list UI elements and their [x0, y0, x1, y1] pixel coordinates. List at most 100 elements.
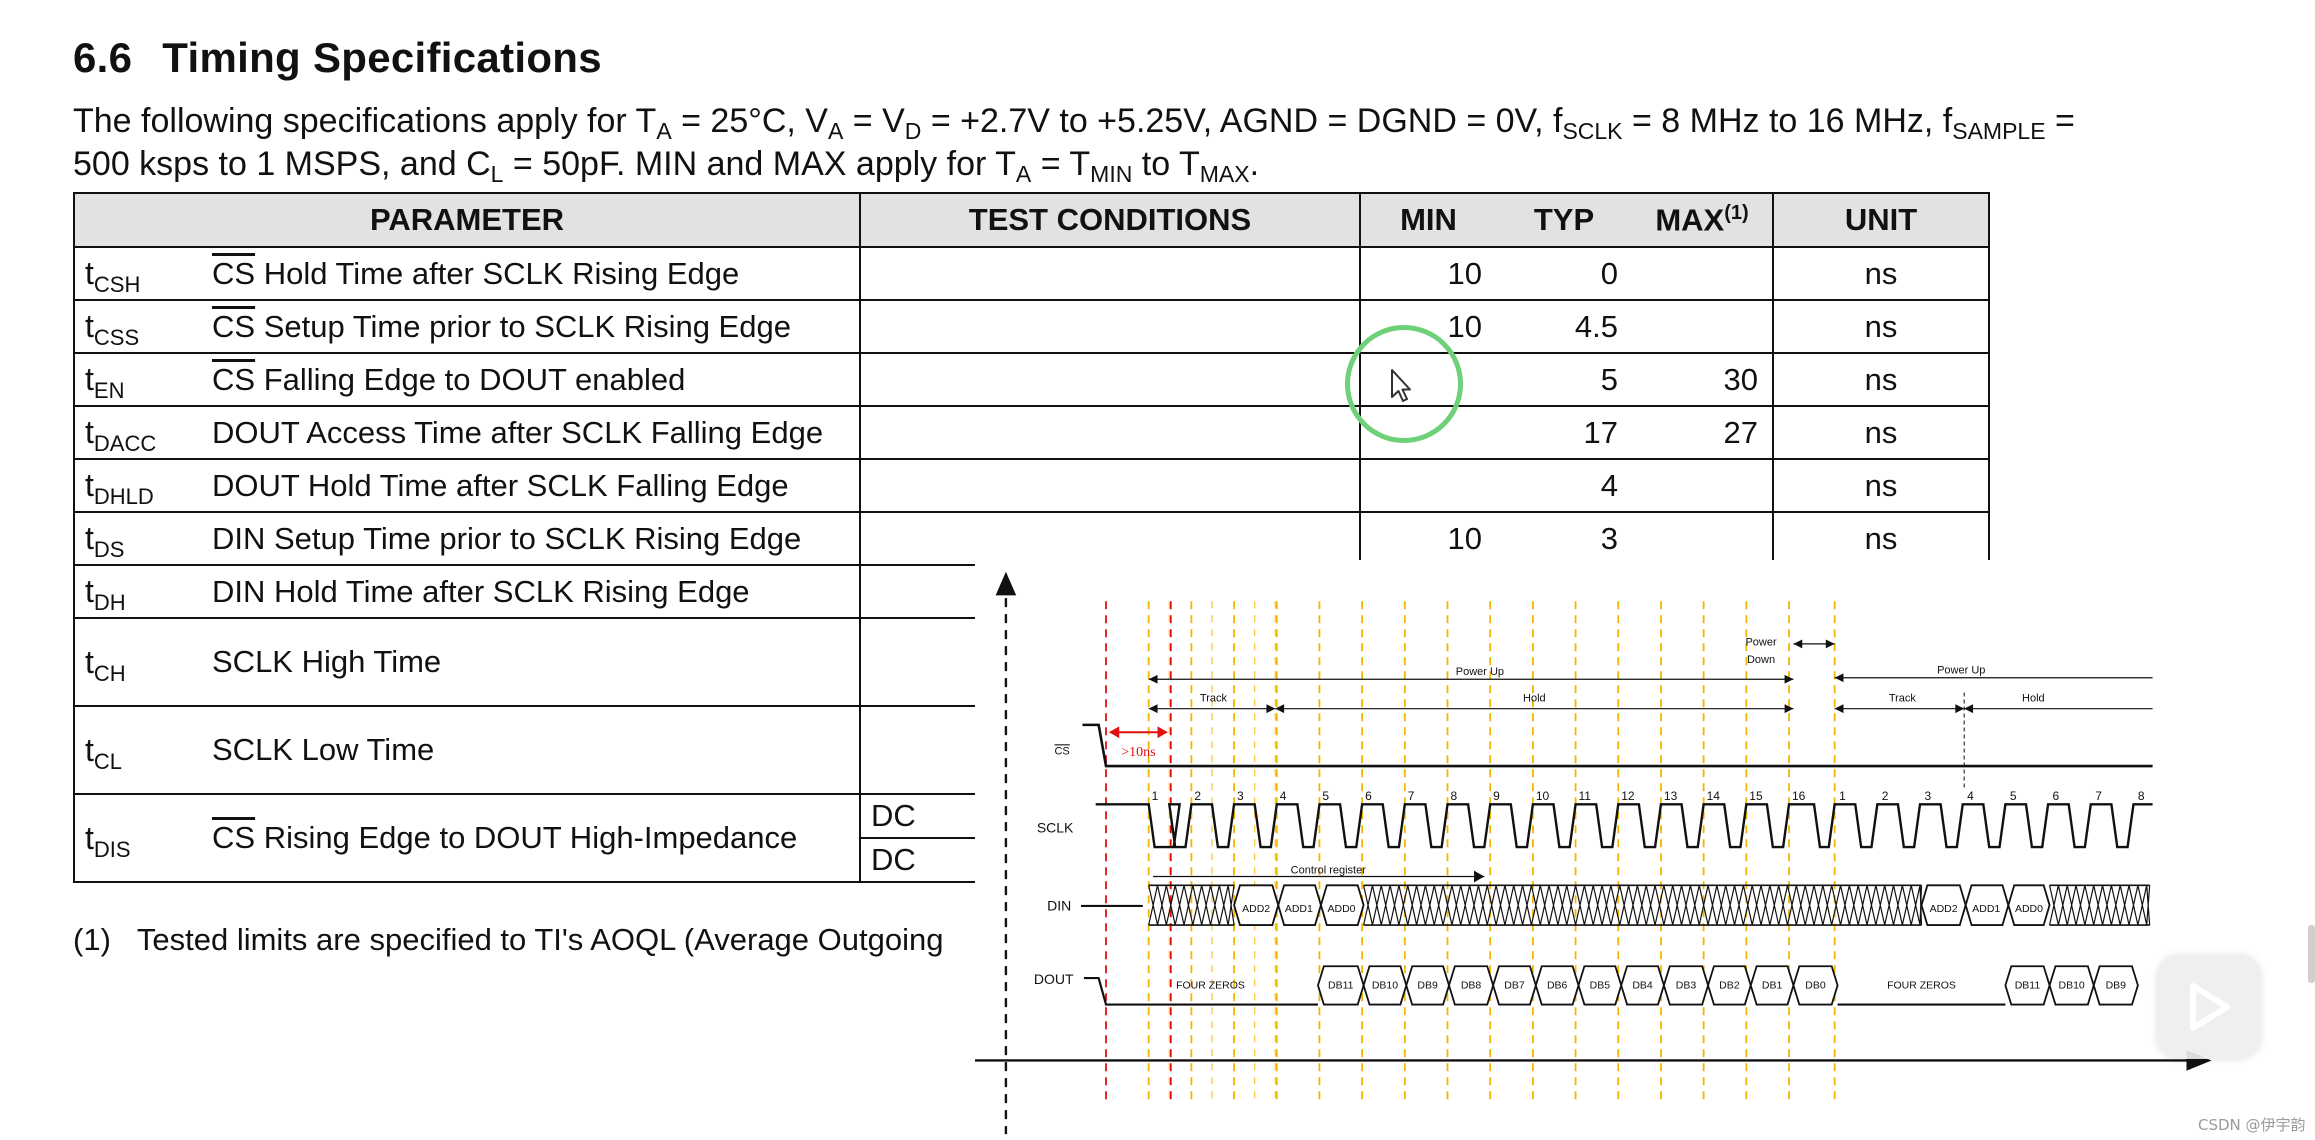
clock-number: 7 — [1408, 789, 1415, 803]
dout-bit-box — [1792, 965, 1839, 1006]
parameter-symbol: tCL — [73, 705, 210, 795]
footnote-mark: (1) — [73, 922, 111, 957]
din-hatched-data — [1363, 885, 1923, 926]
dout-bit-label: DB11 — [2015, 979, 2041, 991]
clock-number: 9 — [1493, 789, 1500, 803]
din-hatched-data — [1148, 885, 1235, 926]
clock-number: 13 — [1664, 789, 1678, 803]
cs-overbar: CS — [212, 361, 256, 397]
clock-number: 5 — [1322, 789, 1329, 803]
parameter-description: DOUT Hold Time after SCLK Falling Edge — [210, 458, 861, 513]
parameter-symbol: tDH — [73, 564, 210, 619]
section-title-text: Timing Specifications — [162, 34, 602, 81]
hold-arrow-head — [1784, 704, 1794, 714]
footnote: (1)Tested limits are specified to TI's A… — [73, 922, 943, 958]
parameter-description: SCLK Low Time — [210, 705, 861, 795]
parameter-header: PARAMETER — [73, 192, 861, 248]
spec-conditions-paragraph: The following specifications apply for T… — [73, 102, 2075, 187]
cs-waveform — [1082, 723, 2153, 768]
video-play-button[interactable] — [2157, 955, 2261, 1059]
cs-overbar: CS — [212, 820, 256, 855]
dout-bit-label: DB11 — [1328, 979, 1354, 991]
dout-waveform — [1083, 976, 1318, 1006]
clock-number: 6 — [2053, 789, 2060, 803]
max-value — [1632, 246, 1774, 301]
test-conditions-cell — [859, 299, 1361, 354]
dout-signal-label: DOUT — [1034, 971, 1074, 987]
parameter-symbol: tDIS — [73, 793, 210, 883]
typ-value: 4 — [1496, 458, 1632, 513]
typ-value: 4.5 — [1496, 299, 1632, 354]
unit-value: ns — [1772, 458, 1990, 513]
hold-label-2: Hold — [2022, 692, 2045, 704]
parameter-description: CS Rising Edge to DOUT High-Impedance — [210, 793, 861, 883]
unit-value: ns — [1772, 246, 1990, 301]
typ-value: 5 — [1496, 352, 1632, 407]
parameter-description: CS Falling Edge to DOUT enabled — [210, 352, 861, 407]
clock-number: 8 — [1450, 789, 1457, 803]
din-signal-label: DIN — [1047, 897, 1071, 913]
clock-number: 4 — [1967, 789, 1974, 803]
clock-number: 3 — [1237, 789, 1244, 803]
hold-arrow-head — [1275, 704, 1285, 714]
dout-bit-box — [2092, 965, 2139, 1006]
unit-value: ns — [1772, 405, 1990, 460]
min-value — [1359, 458, 1496, 513]
parameter-description: DIN Setup Time prior to SCLK Rising Edge — [210, 511, 861, 566]
din-add2-label: ADD2 — [1930, 903, 1958, 915]
typ-value: 17 — [1496, 405, 1632, 460]
parameter-description: SCLK High Time — [210, 617, 861, 707]
test-conditions-cell — [859, 511, 1361, 566]
hold-label: Hold — [1523, 692, 1546, 704]
max-value: 30 — [1632, 352, 1774, 407]
max-value — [1632, 511, 1774, 566]
din-add1-label: ADD1 — [1972, 903, 2000, 915]
play-icon — [2190, 983, 2230, 1031]
din-add1-label: ADD1 — [1285, 903, 1313, 915]
din-hatched-data — [2048, 885, 2151, 926]
clock-number: 1 — [1152, 789, 1159, 803]
test-conditions-cell — [859, 405, 1361, 460]
clock-number: 6 — [1365, 789, 1372, 803]
clock-number: 11 — [1579, 789, 1592, 803]
conditions-header: TEST CONDITIONS — [859, 192, 1361, 248]
dout-bit-label: DB10 — [2059, 979, 2085, 991]
parameter-symbol: tDACC — [73, 405, 210, 460]
cs-signal-label: CS — [1054, 745, 1069, 757]
dout-bit-label: DB5 — [1590, 979, 1611, 991]
tcss-arrowhead — [1157, 726, 1168, 739]
parameter-symbol: tCSH — [73, 246, 210, 301]
clock-number: 14 — [1707, 789, 1721, 803]
clock-number: 8 — [2138, 789, 2145, 803]
power-down-arrow-head — [1825, 639, 1835, 649]
din-add0-label: ADD0 — [1328, 903, 1356, 915]
clock-number: 2 — [1882, 789, 1889, 803]
unit-value: ns — [1772, 352, 1990, 407]
dout-bit-label: DB3 — [1676, 979, 1697, 991]
track-arrow-2-head — [1834, 704, 1844, 714]
y-axis-arrowhead — [995, 571, 1017, 596]
sclk-waveform — [1095, 803, 2153, 849]
track-arrow-head — [1148, 704, 1158, 714]
parameter-symbol: tDS — [73, 511, 210, 566]
track-label: Track — [1200, 692, 1228, 704]
unit-header: UNIT — [1772, 192, 1990, 248]
typ-value: 0 — [1496, 246, 1632, 301]
dout-bit-label: DB4 — [1632, 979, 1653, 991]
track-arrow-2-head — [1955, 704, 1965, 714]
power-down-label: Power — [1745, 636, 1777, 648]
max-value — [1632, 458, 1774, 513]
test-conditions-cell — [859, 246, 1361, 301]
sclk-signal-label: SCLK — [1037, 819, 1074, 835]
dout-bit-label: DB0 — [1805, 979, 1826, 991]
side-scroll-handle[interactable] — [2308, 925, 2315, 983]
dout-bit-label: DB1 — [1762, 979, 1783, 991]
